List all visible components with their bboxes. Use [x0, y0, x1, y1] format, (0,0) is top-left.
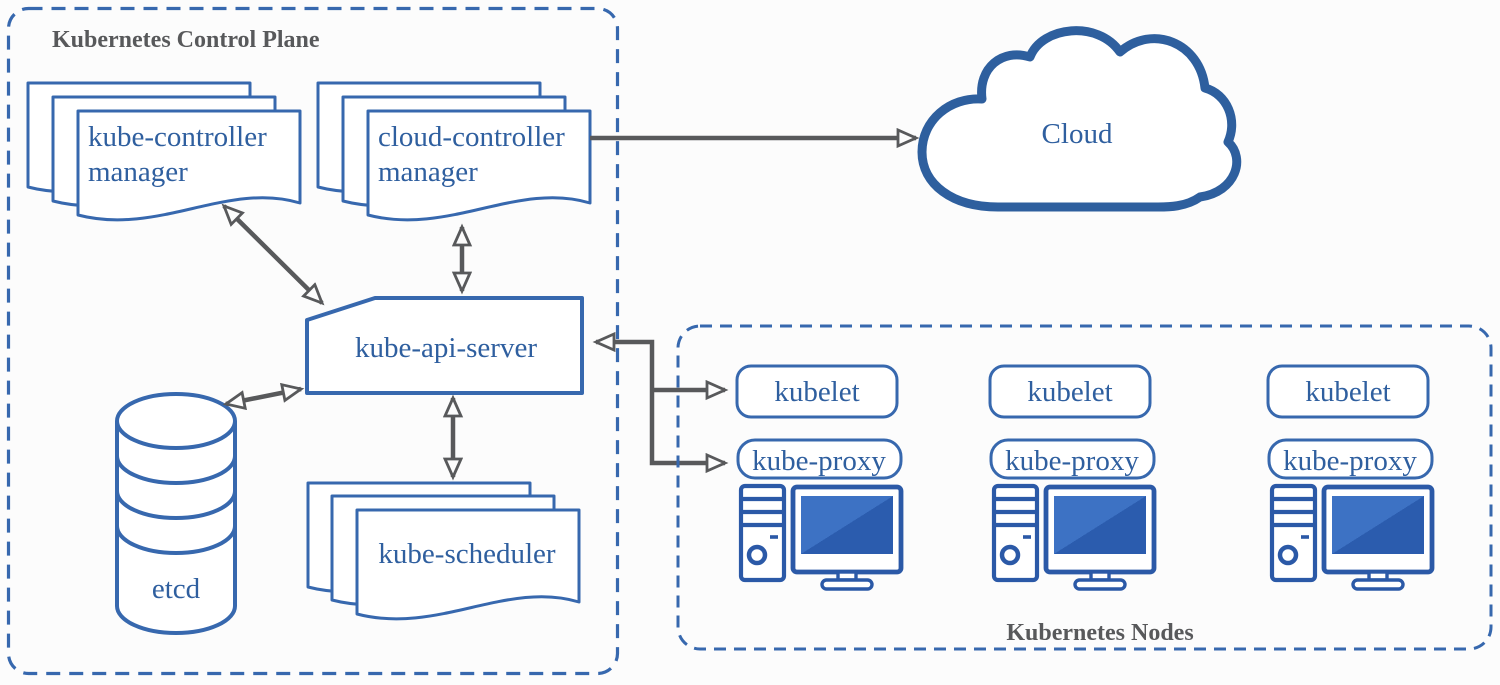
node-2: kubelet kube-proxy: [988, 364, 1156, 589]
cloud-label: Cloud: [1042, 118, 1113, 150]
nodes-group: Kubernetes Nodes kubelet kube-proxy kube…: [676, 324, 1493, 651]
kubelet-box: [735, 364, 899, 419]
arrow-kube-controller-manager-api-server: [224, 206, 322, 303]
kube-proxy-label: kube-proxy: [1005, 445, 1139, 477]
kube-scheduler-label: kube-scheduler: [378, 538, 555, 570]
cloud-controller-manager-label-line2: manager: [378, 156, 478, 188]
cloud-group: Cloud: [917, 26, 1242, 212]
kube-api-server-label: kube-api-server: [355, 332, 537, 364]
connectors: [224, 138, 916, 477]
kube-proxy-label: kube-proxy: [752, 445, 886, 477]
kube-proxy-label: kube-proxy: [1283, 445, 1417, 477]
kubelet-label: kubelet: [1027, 376, 1112, 408]
control-plane-border: [6, 6, 620, 676]
control-plane-title: Kubernetes Control Plane: [52, 27, 320, 53]
node-3: kubelet kube-proxy: [1266, 364, 1434, 589]
cloud-controller-manager-label-line1: cloud-controller: [378, 121, 565, 153]
kube-proxy-box: [736, 438, 903, 480]
node-1: kubelet kube-proxy: [735, 364, 903, 589]
etcd-database-icon: [115, 392, 237, 635]
nodes-border: [676, 324, 1493, 651]
nodes-title: Kubernetes Nodes: [1006, 620, 1193, 646]
kube-controller-manager-label-line1: kube-controller: [88, 121, 267, 153]
arrow-api-server-node-kube-proxy: [596, 342, 725, 463]
kubelet-box: [1266, 364, 1430, 419]
workstation-icon: [1272, 486, 1432, 589]
kube-proxy-box: [989, 438, 1156, 480]
workstation-icon: [741, 486, 901, 589]
cloud-icon: [917, 26, 1242, 212]
workstation-icon: [994, 486, 1154, 589]
kubelet-box: [988, 364, 1152, 419]
kubelet-label: kubelet: [1305, 376, 1390, 408]
kube-controller-manager-label-line2: manager: [88, 156, 188, 188]
control-plane-group: Kubernetes Control Plane kube-controller…: [6, 6, 620, 676]
kubelet-label: kubelet: [774, 376, 859, 408]
arrow-api-server-etcd: [226, 389, 301, 404]
kube-api-server-shape: [305, 296, 584, 395]
etcd-label: etcd: [152, 573, 201, 605]
kube-proxy-box: [1267, 438, 1434, 480]
